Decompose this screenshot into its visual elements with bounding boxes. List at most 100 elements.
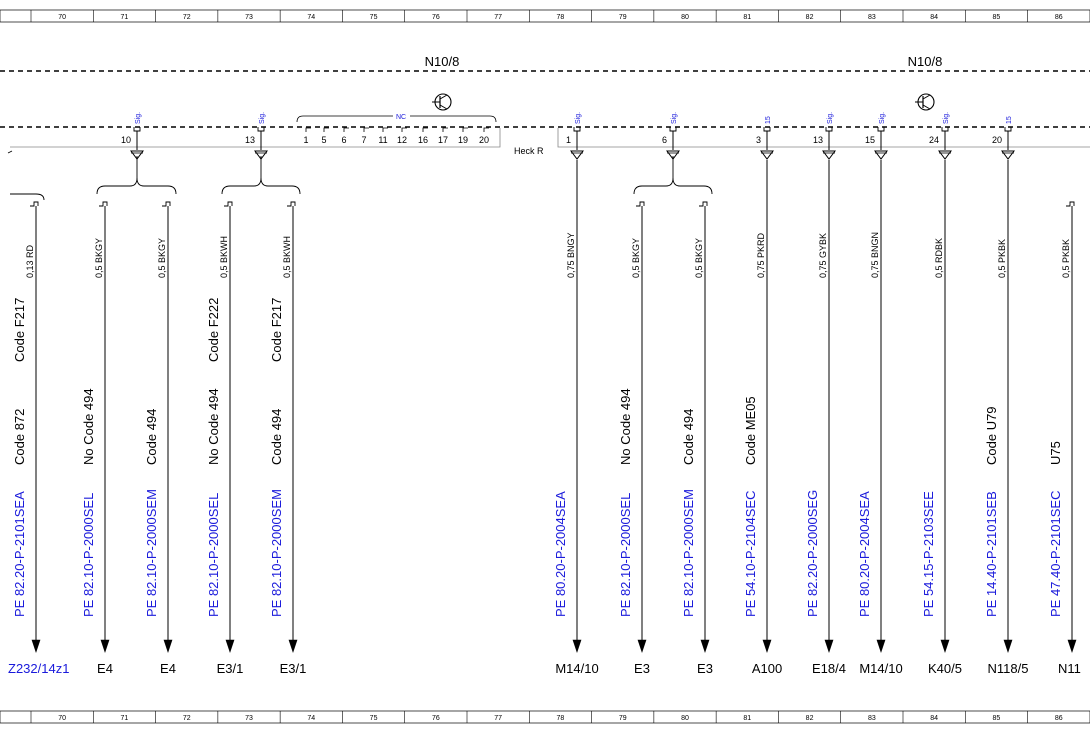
ruler-number: 70	[58, 715, 66, 722]
ruler-number: 84	[930, 14, 938, 21]
wire-destination: K40/5	[928, 661, 962, 676]
wire-spec: 0,5 RDBK	[934, 238, 944, 278]
wire-spec: 0,5 BKWH	[282, 236, 292, 278]
wire-destination: E4	[160, 661, 176, 676]
nc-pin-mark	[483, 127, 489, 132]
nc-pin-number: 7	[361, 135, 366, 145]
nc-pin-number: 6	[341, 135, 346, 145]
wire-reference-link[interactable]: PE 80.20-P-2004SEA	[553, 491, 568, 617]
ruler-number: 75	[370, 715, 378, 722]
pin-number: 24	[929, 135, 939, 145]
transistor-icon-left	[432, 93, 452, 111]
wire-code-lower: Code 494	[681, 409, 696, 465]
nc-pin-mark	[382, 127, 388, 132]
ruler-number: 82	[806, 715, 814, 722]
ruler-number: 76	[432, 715, 440, 722]
wire-reference-link[interactable]: PE 14.40-P-2101SEB	[984, 491, 999, 617]
wire-destination: N118/5	[988, 661, 1029, 676]
ruler-number: 80	[681, 14, 689, 21]
wire-arrow-icon	[940, 639, 950, 653]
wire-destination: E3	[634, 661, 650, 676]
wire-code-lower: Code 494	[144, 409, 159, 465]
ruler-number: 81	[743, 14, 751, 21]
wire-reference-link[interactable]: PE 80.20-P-2004SEA	[857, 491, 872, 617]
nc-pin-number: 20	[479, 135, 489, 145]
pin-number: 3	[756, 135, 761, 145]
ruler-number: 79	[619, 715, 627, 722]
wire-cap	[30, 201, 39, 207]
wire-reference-link[interactable]: PE 54.15-P-2103SEE	[921, 491, 936, 617]
pin-number: 6	[662, 135, 667, 145]
wire-arrow-icon	[762, 639, 772, 653]
wire-arrow-icon	[1067, 639, 1077, 653]
pin-signal-label: 15	[765, 116, 772, 124]
wire: 0,5 RDBK PE 54.15-P-2103SEE K40/5	[921, 160, 962, 676]
ruler-number: 86	[1055, 715, 1063, 722]
wire-reference-link[interactable]: PE 47.40-P-2101SEC	[1048, 491, 1063, 617]
wire-arrow-icon	[225, 639, 235, 653]
ruler-number: 72	[183, 14, 191, 21]
nc-pin-mark	[401, 127, 407, 132]
pin-number: 13	[245, 135, 255, 145]
pin-signal-label: Sig.	[135, 112, 142, 124]
wire-spec: 0,5 BKGY	[157, 238, 167, 278]
wire-spec: 0,5 BKGY	[694, 238, 704, 278]
wire-reference-link[interactable]: PE 82.10-P-2000SEL	[81, 493, 96, 617]
wire-reference-link[interactable]: PE 82.10-P-2000SEM	[269, 489, 284, 617]
wire-arrow-icon	[31, 639, 41, 653]
brace-pin-13	[221, 156, 301, 195]
pin-signal-label: 15	[1006, 116, 1013, 124]
ruler-number: 73	[245, 14, 253, 21]
connector-pin: 3 15	[756, 116, 774, 160]
ruler-number: 79	[619, 14, 627, 21]
wire-arrow-icon	[824, 639, 834, 653]
pin-triangle-icon	[570, 150, 584, 160]
ruler-number: 77	[494, 715, 502, 722]
pin-number: 10	[121, 135, 131, 145]
wire-reference-link[interactable]: PE 82.10-P-2000SEL	[618, 493, 633, 617]
wire-code-lower: U75	[1048, 441, 1063, 465]
wire-code-lower: No Code 494	[618, 388, 633, 465]
wire-reference-link[interactable]: PE 82.20-P-2101SEA	[12, 491, 27, 617]
ruler-number: 72	[183, 715, 191, 722]
wire-cap	[1066, 201, 1075, 207]
wire-reference-link[interactable]: PE 82.10-P-2000SEM	[144, 489, 159, 617]
pin-number: 13	[813, 135, 823, 145]
nc-pin-number: 5	[321, 135, 326, 145]
wire-reference-link[interactable]: PE 82.10-P-2000SEM	[681, 489, 696, 617]
pin-triangle-icon	[874, 150, 888, 160]
ruler-number: 73	[245, 715, 253, 722]
wire-reference-link[interactable]: PE 54.10-P-2104SEC	[743, 491, 758, 617]
wire-destination: A100	[752, 661, 782, 676]
ruler-number: 78	[557, 715, 565, 722]
ruler-number: 74	[307, 14, 315, 21]
wire-reference-link[interactable]: PE 82.20-P-2000SEG	[805, 490, 820, 617]
nc-pin-mark	[363, 127, 369, 132]
nc-pin-mark	[305, 127, 311, 132]
wire-spec: 0,75 BNGN	[870, 232, 880, 278]
connector-housing-right	[557, 128, 1090, 148]
wire-reference-link[interactable]: PE 82.10-P-2000SEL	[206, 493, 221, 617]
nc-label: NC	[396, 114, 406, 121]
connector-housing	[10, 128, 501, 148]
wire-code-lower: No Code 494	[81, 388, 96, 465]
pin-triangle-icon	[938, 150, 952, 160]
pin-triangle-icon	[254, 150, 268, 160]
wire-spec: 0,5 PKBK	[1061, 239, 1071, 278]
